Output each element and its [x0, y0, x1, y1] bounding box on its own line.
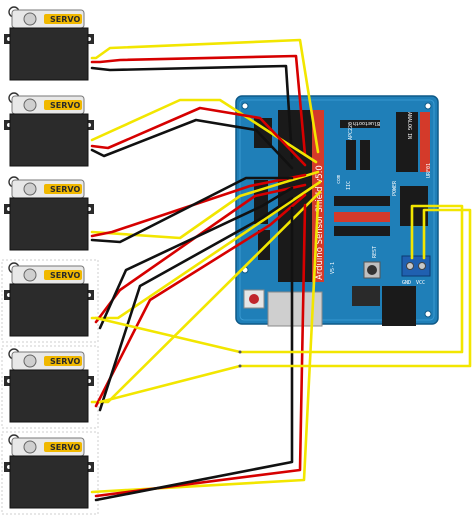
servo-label: SERVO — [50, 357, 80, 366]
servo5-power-wire — [94, 193, 307, 408]
com-label: com — [336, 175, 342, 184]
iic-label: IIC — [346, 181, 352, 190]
junction-dots — [238, 350, 242, 368]
servo4-ground-wire — [98, 186, 294, 330]
servo3-ground-wire — [90, 176, 294, 244]
servo-motor-6: SERVO — [1, 431, 99, 515]
wires — [90, 38, 472, 502]
servo-motor-2: SERVO — [4, 92, 94, 167]
servo-label: SERVO — [50, 185, 80, 194]
power-terminal — [401, 255, 431, 277]
servo-motor-3: SERVO — [4, 176, 94, 251]
servo1-signal-wire — [90, 38, 320, 154]
external-power-wire-b — [98, 208, 472, 404]
bluetooth-label: Bluetooth — [353, 120, 380, 126]
servo-motor-4: SERVO — [1, 259, 99, 343]
servo4-power-wire — [94, 183, 307, 324]
servo2-power-wire — [90, 106, 307, 167]
apc-label: APC220 — [348, 122, 354, 140]
servo-motor-1: SERVO — [4, 6, 94, 81]
servo-label: SERVO — [50, 101, 80, 110]
shield-name-label: Arduino Sensor Shield v5.0 — [315, 165, 325, 280]
servo2-signal-wire — [90, 98, 318, 164]
servo3-power-wire — [90, 173, 307, 238]
gnd-label: GND — [402, 280, 411, 286]
servo2-ground-wire — [90, 118, 294, 170]
version-label: V5-1 — [330, 262, 336, 274]
servo-label: SERVO — [50, 15, 80, 24]
servo-motor-5: SERVO — [1, 345, 99, 429]
power-label: POWER — [392, 180, 398, 196]
servo-label: SERVO — [50, 271, 80, 280]
urf-label: URF01 — [426, 163, 432, 178]
rest-label: REST — [372, 246, 378, 258]
external-power-wire-a — [94, 204, 464, 354]
servo5-ground-wire — [98, 196, 294, 412]
vcc-label: VCC — [416, 280, 425, 286]
servo6-ground-wire — [94, 206, 294, 502]
servo-label: SERVO — [50, 443, 80, 452]
servo-group: SERVO SERVO SERVO SERVO SERVO SERVO — [1, 6, 99, 515]
servo1-power-wire — [90, 54, 307, 157]
reset-button — [363, 261, 381, 279]
servo1-ground-wire — [90, 64, 294, 160]
digital-header — [278, 110, 324, 282]
analog-in-label: ANALOG IN — [406, 112, 412, 139]
